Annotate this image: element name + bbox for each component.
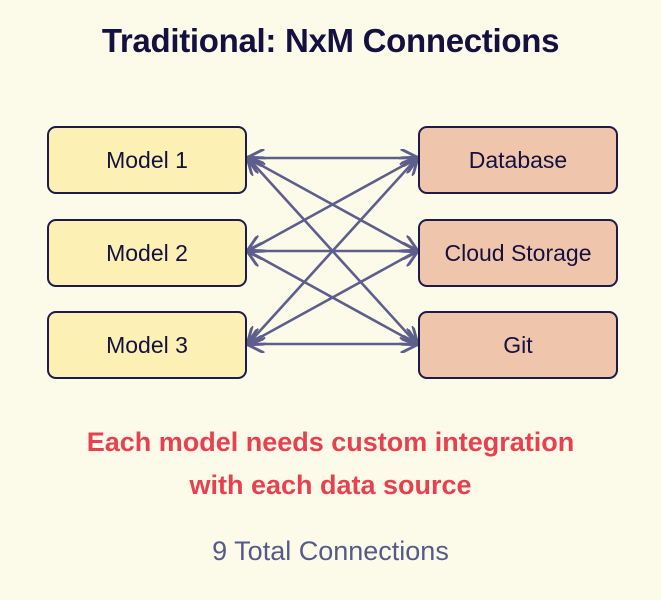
model-box-2: Model 2 (47, 219, 247, 287)
model-label: Model 3 (106, 331, 188, 358)
total-connections: 9 Total Connections (212, 536, 449, 566)
connection-line-1-3 (248, 158, 417, 344)
source-box-database: Database (418, 126, 618, 194)
description-line-2: with each data source (189, 470, 472, 500)
connection-line-3-1 (248, 158, 417, 344)
connection-line-2-3 (248, 251, 417, 344)
model-box-1: Model 1 (47, 126, 247, 194)
connection-line-1-2 (248, 158, 417, 251)
model-label: Model 2 (106, 239, 188, 266)
source-label: Git (503, 331, 533, 358)
diagram-title: Traditional: NxM Connections (101, 22, 560, 59)
source-label: Cloud Storage (444, 239, 592, 266)
model-box-3: Model 3 (47, 311, 247, 379)
model-label: Model 1 (106, 146, 188, 173)
description-line-1: Each model needs custom integration (86, 427, 575, 457)
source-box-git: Git (418, 311, 618, 379)
source-label: Database (468, 146, 568, 173)
source-box-cloud-storage: Cloud Storage (418, 219, 618, 287)
connection-line-2-1 (248, 158, 417, 251)
connection-line-3-2 (248, 251, 417, 344)
